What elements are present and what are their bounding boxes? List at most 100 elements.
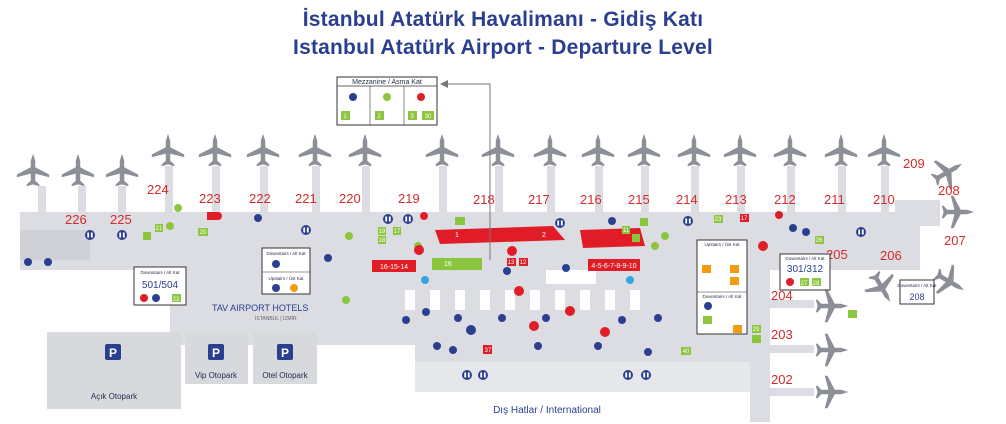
- restaurant-icon: [775, 211, 783, 219]
- baggage-icon: [626, 276, 634, 284]
- airplane-icon: [723, 133, 757, 167]
- shop-marker: [622, 226, 630, 234]
- shop-number-22: 22: [173, 297, 180, 303]
- parking-symbol: P: [212, 346, 220, 360]
- parking-symbol: P: [281, 346, 289, 360]
- shop-number-28: 28: [813, 281, 820, 287]
- gate-226: 226: [65, 212, 87, 227]
- parking-icon: [208, 344, 224, 360]
- shop-number-21: 21: [156, 226, 163, 232]
- airplane-icon: [815, 333, 849, 367]
- shop-marker: [730, 265, 739, 273]
- airplane-icon: [61, 153, 95, 187]
- international-label: Dış Hatlar / International: [493, 405, 601, 416]
- info-k-icon: [758, 241, 768, 251]
- info-k-icon: [529, 321, 539, 331]
- parking-symbol: P: [109, 346, 117, 360]
- info-icon: [449, 346, 457, 354]
- shop-marker: [730, 277, 739, 285]
- shop-number-27: 27: [801, 281, 808, 287]
- parking-icon: [277, 344, 293, 360]
- restaurant-icon: [214, 212, 222, 220]
- shop-marker: [702, 265, 711, 273]
- airplane-icon: [941, 195, 975, 229]
- airplane-icon: [824, 133, 858, 167]
- mezzanine-number-3: 3: [410, 114, 414, 120]
- gate-204: 204: [771, 288, 793, 303]
- airplane-icon: [581, 133, 615, 167]
- info-k-icon: [600, 327, 610, 337]
- counter-label-right: 4-5-6-7-8-9-10: [591, 263, 636, 270]
- counter-1: 1: [455, 232, 459, 239]
- gate-216: 216: [580, 192, 602, 207]
- mezzanine-number-30: 30: [425, 114, 432, 120]
- stairs-icon: [789, 224, 797, 232]
- shop-marker: [455, 217, 465, 225]
- info-box-label: Downstairs / Alt Kat: [140, 270, 180, 275]
- airplane-icon: [867, 133, 901, 167]
- shop-marker: [733, 325, 742, 333]
- mezzanine-number-2: 2: [377, 114, 381, 120]
- restaurant-icon: [420, 212, 428, 220]
- shop-marker: [800, 278, 809, 286]
- airplane-icon: [151, 133, 185, 167]
- info-icon: [618, 316, 626, 324]
- info-box-upstairs-left: Downstairs / Alt Kat Upstairs / Üst Kat: [261, 247, 311, 295]
- restaurant-marker: [483, 345, 492, 354]
- title-turkish: İstanbul Atatürk Havalimanı - Gidiş Katı: [302, 8, 704, 31]
- gate-223: 223: [199, 191, 221, 206]
- gate-207: 207: [944, 233, 966, 248]
- stairs-icon: [44, 258, 52, 266]
- elevator-icon: [254, 214, 262, 222]
- gate-210: 210: [873, 192, 895, 207]
- shop-number-29: 29: [753, 327, 760, 333]
- gate-212: 212: [774, 192, 796, 207]
- airplane-icon: [773, 133, 807, 167]
- shop-marker: [172, 294, 181, 302]
- shop-marker: [812, 278, 821, 286]
- tav-hotel-label: TAV AIRPORT HOTELS İSTANBUL | İZMİR: [212, 303, 308, 322]
- exchange-icon: [565, 306, 575, 316]
- gate-220: 220: [339, 191, 361, 206]
- counter-12: 12: [520, 260, 527, 266]
- gate-211: 211: [824, 192, 845, 207]
- airplane-icons-top: [16, 133, 901, 187]
- shop-marker: [378, 227, 386, 235]
- restroom-icon: [272, 284, 280, 292]
- mezzanine-pointer-line: [442, 83, 491, 260]
- gate-numbers: 226 225 224 223 222 221 220 219 218 217 …: [65, 156, 966, 387]
- gate-219: 219: [398, 191, 420, 206]
- restroom-icon: [704, 302, 712, 310]
- airplane-icon: [677, 133, 711, 167]
- shop-marker: [752, 335, 761, 343]
- info-icon: [562, 264, 570, 272]
- info-box-upstairs-right: Upstairs / Üst Kat Downstairs / Alt Kat: [696, 239, 748, 335]
- restroom-icon: [403, 214, 413, 224]
- gate-213: 213: [725, 192, 747, 207]
- facility-markers: [24, 214, 810, 356]
- baggage-icon: [421, 276, 429, 284]
- restaurant-icon: [174, 204, 182, 212]
- open-parking-label: Açık Otopark: [91, 392, 138, 401]
- restaurant-icon: [786, 278, 794, 286]
- shop-marker: [143, 232, 151, 240]
- shop-marker: [640, 218, 648, 226]
- airplane-icon: [16, 153, 50, 187]
- restaurant-icon: [651, 242, 659, 250]
- info-icon: [402, 316, 410, 324]
- shop-number-40: 40: [683, 349, 690, 355]
- restroom-icon: [478, 370, 488, 380]
- shop-icon: [417, 93, 425, 101]
- gate-203: 203: [771, 327, 793, 342]
- counter-2: 2: [542, 232, 546, 239]
- restroom-icon: [641, 370, 651, 380]
- vip-parking-label: Vip Otopark: [195, 371, 238, 380]
- shop-marker: [422, 111, 434, 120]
- info-box-label: Upstairs / Üst Kat: [268, 275, 304, 281]
- pier-blocks: [405, 270, 640, 310]
- arrow-icon: [440, 80, 448, 88]
- gate-221: 221: [295, 191, 317, 206]
- shop-marker: [815, 236, 824, 244]
- airplane-icon: [815, 375, 849, 409]
- info-box-208: Downstairs / Alt Kat 208: [897, 279, 937, 305]
